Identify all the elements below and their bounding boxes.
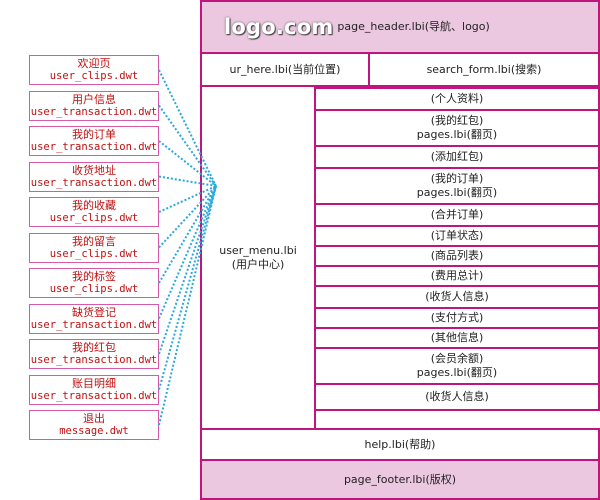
- content-module-label: (商品列表): [430, 249, 484, 262]
- user-menu-sublabel: (用户中心): [231, 257, 285, 271]
- connector-line: [158, 185, 217, 249]
- content-module-label: (其他信息): [430, 331, 484, 344]
- page-footer-block: page_footer.lbi(版权): [200, 459, 600, 500]
- content-module-sublabel: pages.lbi(翻页): [416, 128, 498, 141]
- connector-line: [158, 140, 217, 187]
- search-form-label: search_form.lbi(搜索): [426, 62, 542, 76]
- connector-line: [158, 185, 217, 355]
- connector-line: [158, 185, 217, 284]
- content-module-label: (我的订单): [430, 172, 484, 185]
- user-menu-label: user_menu.lbi: [219, 243, 297, 257]
- template-file-name: user_clips.dwt: [49, 283, 139, 295]
- template-page-title: 我的留言: [72, 234, 116, 248]
- content-module: (其他信息): [314, 327, 600, 349]
- content-module-label: (费用总计): [430, 269, 484, 282]
- content-module-label: (收货人信息): [425, 390, 489, 403]
- content-module-label: (会员余额): [430, 352, 484, 365]
- content-module-label: (收货人信息): [425, 290, 489, 303]
- template-page-title: 退出: [83, 412, 105, 425]
- template-page-title: 账目明细: [72, 376, 116, 390]
- content-module: (会员余额)pages.lbi(翻页): [314, 347, 600, 385]
- page-header-block: logo.com page_header.lbi(导航、logo): [200, 0, 600, 54]
- content-module-label: (我的红包): [430, 114, 484, 127]
- connector-line: [158, 185, 217, 426]
- content-module-label: (订单状态): [430, 229, 484, 242]
- template-page-title: 欢迎页: [77, 57, 111, 70]
- search-form-block: search_form.lbi(搜索): [368, 52, 600, 87]
- template-file-name: user_clips.dwt: [49, 70, 139, 82]
- template-file-name: user_transaction.dwt: [30, 141, 158, 153]
- content-module-label: (个人资料): [430, 92, 484, 105]
- template-page-title: 我的订单: [72, 128, 116, 141]
- template-file-name: user_clips.dwt: [49, 212, 139, 224]
- page-footer-label: page_footer.lbi(版权): [343, 472, 457, 486]
- template-page-title: 我的红包: [72, 341, 116, 354]
- connector-line: [158, 185, 217, 213]
- template-file-name: user_transaction.dwt: [30, 176, 158, 189]
- template-page-title: 用户信息: [72, 92, 116, 106]
- template-file-name: user_transaction.dwt: [30, 105, 158, 118]
- template-page-title: 收货地址: [72, 163, 116, 177]
- ur-here-label: ur_here.lbi(当前位置): [229, 62, 341, 76]
- content-module-label: (添加红包): [430, 150, 484, 163]
- connector-line: [158, 175, 217, 187]
- logo: logo.com: [224, 15, 334, 39]
- template-page-title: 我的收藏: [72, 199, 116, 212]
- content-module-label: (合并订单): [430, 208, 484, 221]
- connector-line: [158, 185, 217, 390]
- template-page-title: 我的标签: [72, 270, 116, 283]
- content-module: (收货人信息): [314, 383, 600, 411]
- help-label: help.lbi(帮助): [364, 437, 436, 451]
- template-page-title: 缺货登记: [72, 305, 116, 319]
- content-module: (合并订单): [314, 203, 600, 227]
- template-file-name: user_clips.dwt: [49, 247, 139, 260]
- template-file-name: message.dwt: [59, 425, 129, 437]
- template-file-name: user_transaction.dwt: [30, 318, 158, 331]
- content-module: (我的订单)pages.lbi(翻页): [314, 167, 600, 205]
- page-header-label: page_header.lbi(导航、logo): [337, 20, 490, 33]
- content-module-sublabel: pages.lbi(翻页): [416, 186, 498, 199]
- connector-line: [158, 185, 217, 319]
- template-file-name: user_transaction.dwt: [30, 389, 158, 402]
- content-module-sublabel: pages.lbi(翻页): [416, 366, 498, 379]
- connector-line: [158, 69, 217, 187]
- connector-line: [158, 104, 217, 187]
- content-module-label: (支付方式): [430, 311, 484, 324]
- template-file-name: user_transaction.dwt: [30, 354, 158, 366]
